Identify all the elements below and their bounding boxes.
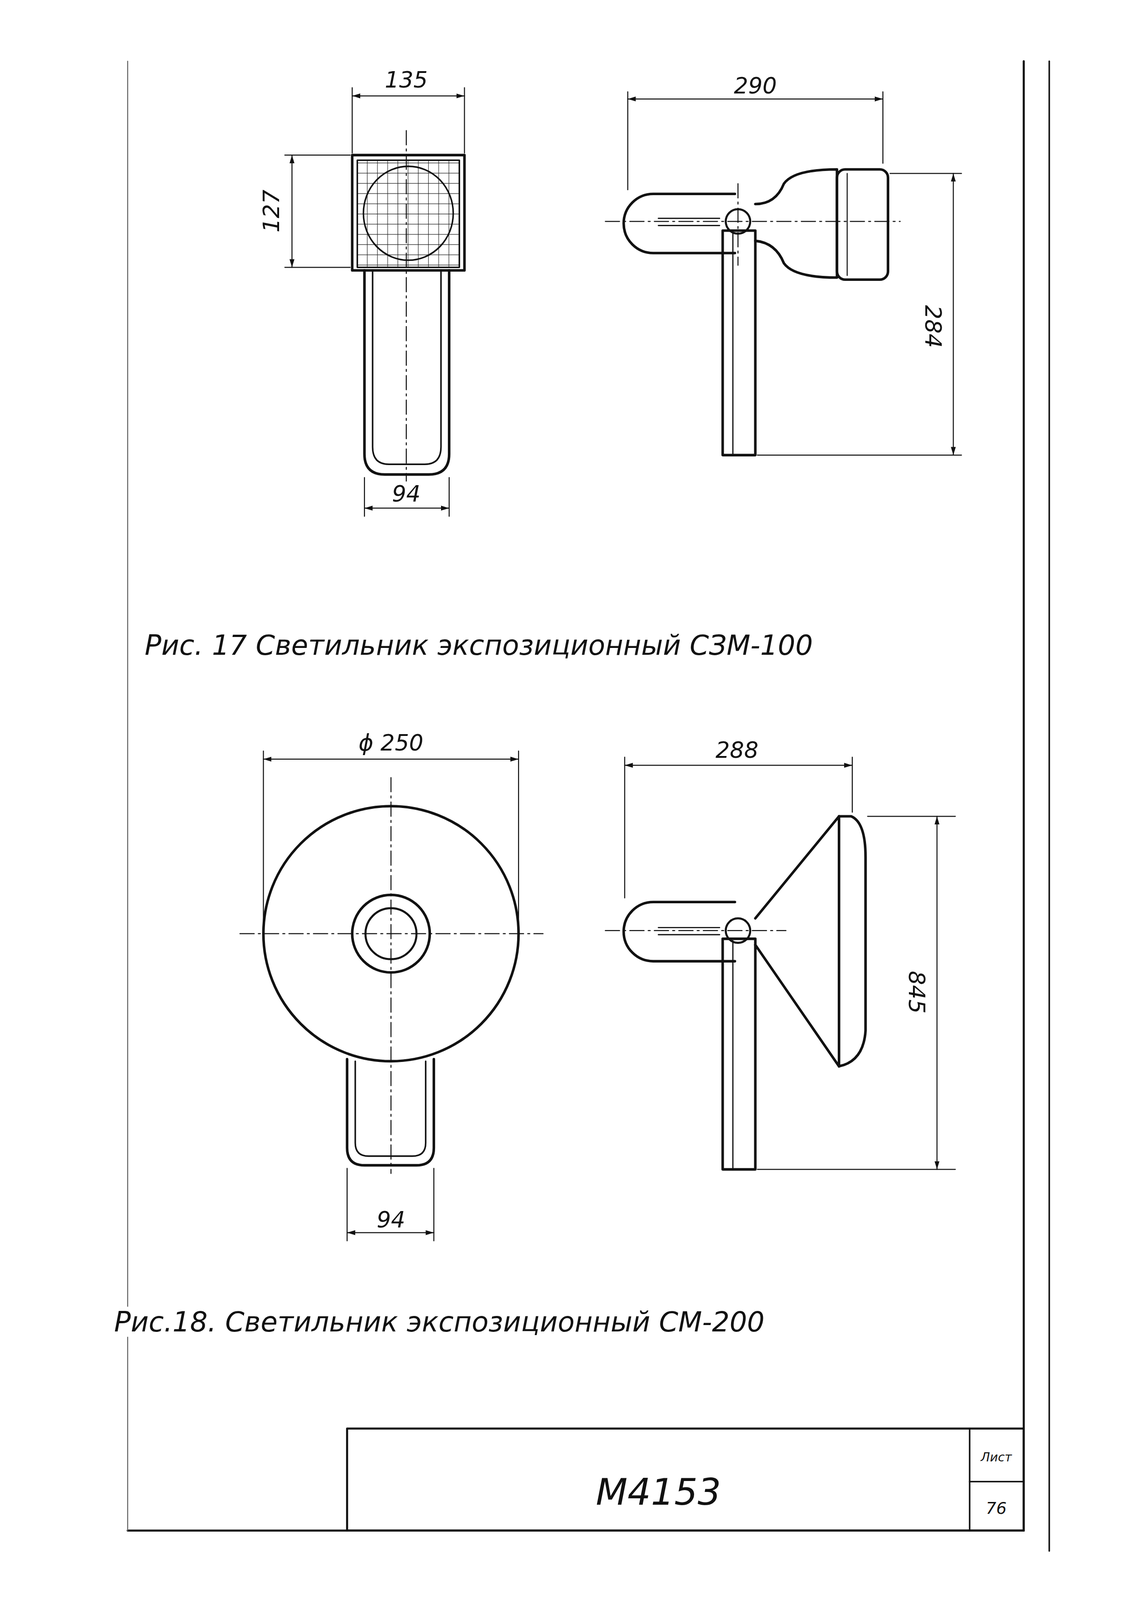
dimension-label: 127: [259, 187, 284, 235]
dimension-label: ϕ 250: [356, 730, 426, 756]
dimension-label: 94: [390, 481, 423, 507]
dimension-label: 76: [984, 1499, 1009, 1518]
dimension-label: 94: [374, 1207, 408, 1233]
dimension-label: 135: [383, 67, 430, 93]
dimension-label: 845: [904, 969, 929, 1016]
dimension-label: 288: [713, 737, 761, 763]
figure-caption: Рис.18. Светильник экспозиционный СМ-200: [112, 1306, 767, 1337]
dimension-label: Лист: [979, 1450, 1014, 1465]
figure-caption: Рис. 17 Светильник экспозиционный СЗМ-10…: [142, 629, 815, 660]
dimension-label: 290: [731, 73, 779, 99]
dimension-label: 284: [920, 303, 946, 350]
drawing-number: М4153: [593, 1472, 723, 1513]
